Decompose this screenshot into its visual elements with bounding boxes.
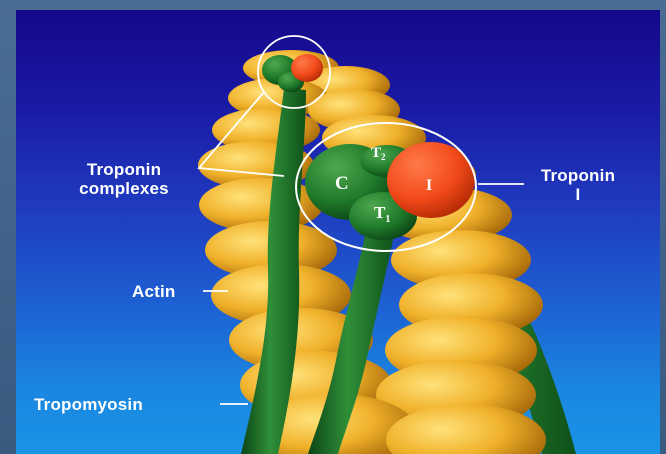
actin-filament-illustration: C I T2 T1 [16,10,660,454]
figure-panel: C I T2 T1 Troponin complexes Troponin I … [16,10,660,454]
troponin-i-label: Troponin I [528,166,628,204]
troponin-complexes-label: Troponin complexes [54,160,194,198]
subunit-i-text: I [426,177,432,194]
subunit-c-text: C [335,173,349,194]
troponin-complexes-label-text: Troponin complexes [54,160,194,198]
actin-label-text: Actin [132,282,176,301]
tropomyosin-label-text: Tropomyosin [34,395,143,414]
troponin-i-label-text: Troponin I [528,166,628,204]
actin-label: Actin [132,282,176,301]
tropomyosin-label: Tropomyosin [34,395,143,414]
